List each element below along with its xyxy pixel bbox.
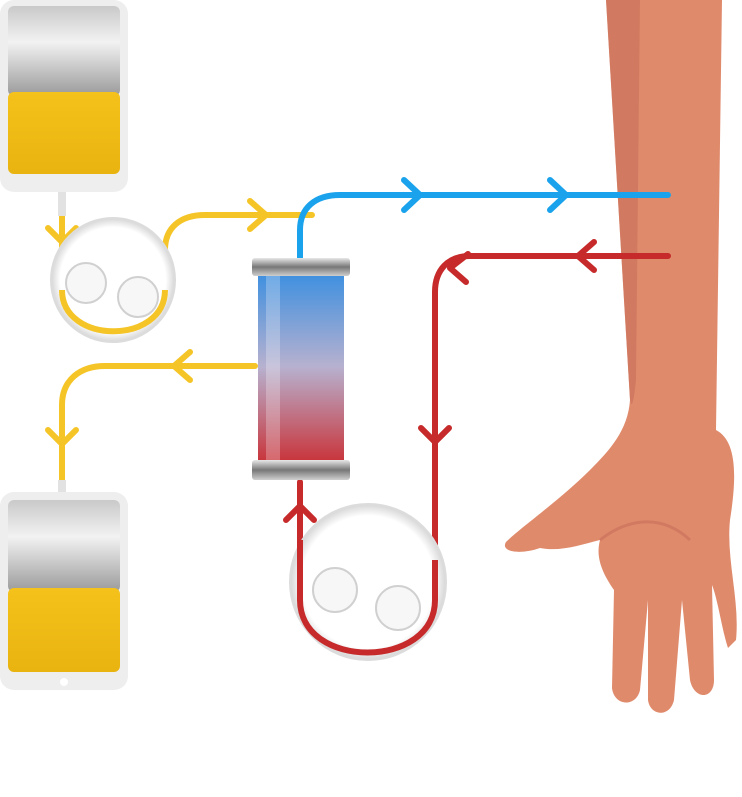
arrow-right-icon <box>547 177 569 213</box>
dialysate-pump <box>50 217 176 343</box>
arrow-right-icon <box>401 177 423 213</box>
arterial-blood-line <box>297 192 671 261</box>
used-dialysate-bag <box>0 480 128 690</box>
arrow-left-icon <box>575 239 597 273</box>
arrow-left-icon <box>171 349 193 383</box>
fresh-dialysate-bag <box>0 0 128 216</box>
used-dialysate-line <box>59 363 258 493</box>
arrow-left-icon <box>447 251 471 285</box>
blood-pump <box>289 503 447 661</box>
arrow-down-icon <box>45 225 79 245</box>
arrow-down-icon <box>45 427 79 447</box>
dialyzer <box>252 258 350 480</box>
arrow-down-icon <box>418 425 452 445</box>
patient-arm <box>504 0 737 713</box>
arrow-right-icon <box>247 198 269 232</box>
arrow-up-icon <box>283 503 317 523</box>
